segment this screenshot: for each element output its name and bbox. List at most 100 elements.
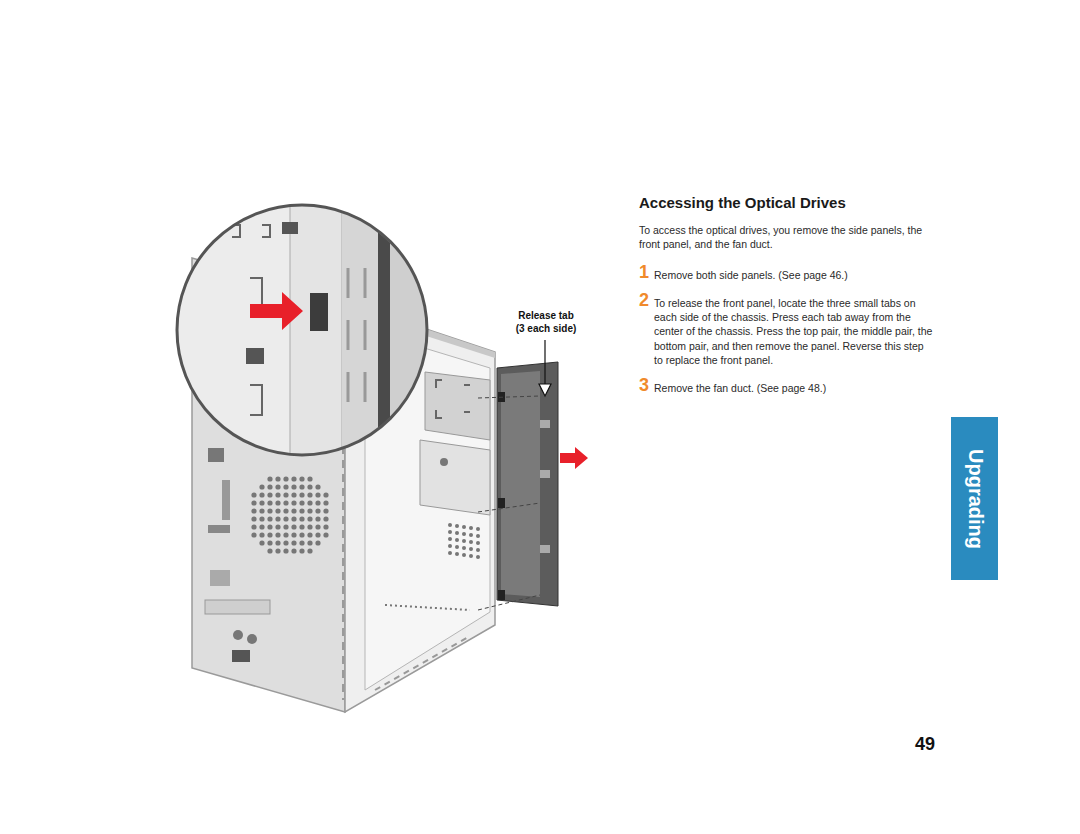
grille-hole [251,508,256,513]
zoom-border [177,205,427,455]
zoom-square [246,348,264,364]
grille-hole [315,516,320,521]
grille-hole [455,531,459,535]
zoom-panel [290,200,342,460]
grille-hole [275,524,280,529]
drive-bay [425,372,490,440]
section-tab: Upgrading [951,417,998,580]
grille-hole [275,540,280,545]
zoom-square [282,222,298,234]
grille-hole [448,551,452,555]
grille-hole [469,540,473,544]
grille-hole [315,484,320,489]
grille-hole [476,534,480,538]
guide-line [478,503,540,512]
grille-hole [469,526,473,530]
zoom-rail [342,200,380,460]
grille-hole [251,492,256,497]
grille-hole [267,484,272,489]
grille-hole [259,500,264,505]
expansion-slot [205,600,270,614]
grille-hole [259,508,264,513]
grille-hole [448,530,452,534]
grille-hole [455,538,459,542]
io-port [208,525,230,533]
drive-cage [420,440,490,515]
grille-hole [267,540,272,545]
grille-hole [283,524,288,529]
grille-hole [462,553,466,557]
front-panel [497,362,558,606]
grille-hole [291,476,296,481]
grille-hole [275,532,280,537]
zoom-detail [232,200,430,460]
zoom-bay [390,200,430,460]
grille-hole [251,532,256,537]
grille-hole [267,524,272,529]
grille-hole [291,484,296,489]
front-panel-face [501,371,540,597]
grille-hole [455,552,459,556]
grille-hole [259,516,264,521]
grille-hole [476,555,480,559]
grille-hole [315,500,320,505]
grille-hole [275,516,280,521]
grille-hole [283,540,288,545]
panel-detail [540,420,550,428]
step-text: To release the front panel, locate the t… [654,296,934,367]
grille-hole [259,524,264,529]
release-tab [498,590,505,600]
grille-hole [275,492,280,497]
step-number: 3 [639,375,649,395]
grille-hole [283,500,288,505]
grille-hole [462,546,466,550]
step-text: Remove the fan duct. (See page 48.) [654,381,934,395]
grille-hole [448,523,452,527]
audio-jack [247,634,257,644]
rim-marks [375,636,470,690]
zoom-release-tab [310,293,328,331]
grille-hole [291,532,296,537]
grille-hole [299,476,304,481]
grille-hole [307,508,312,513]
grille-hole [299,516,304,521]
guide-line [478,396,540,398]
grille-hole [455,545,459,549]
grille-hole [469,554,473,558]
step-number: 1 [639,262,649,282]
grille-hole [267,516,272,521]
grille-hole [315,492,320,497]
grille-hole [323,532,328,537]
grille-hole [307,516,312,521]
grille-hole [251,524,256,529]
grille-hole [291,548,296,553]
grille-hole [448,537,452,541]
grille-hole [323,524,328,529]
grille-hole [267,476,272,481]
grille-hole [275,508,280,513]
panel-detail [540,470,550,478]
grille-hole [251,516,256,521]
intro-text: To access the optical drives, you remove… [639,223,934,252]
grille-hole [469,547,473,551]
guide-line [478,595,540,610]
grille-hole [323,508,328,513]
grille-hole [267,548,272,553]
grille-hole [323,500,328,505]
grille-hole [259,540,264,545]
zoom-slots [348,268,365,402]
page-title: Accessing the Optical Drives [639,194,846,211]
fan-grille [251,476,328,553]
grille-hole [291,500,296,505]
grille-hole [307,540,312,545]
io-port [222,480,230,520]
bay-marks [436,380,470,418]
tab-label: Upgrading [963,449,986,549]
audio-jack [233,630,243,640]
leader-arrowhead [539,384,551,396]
io-port [210,570,230,586]
grille-hole [291,516,296,521]
grille-hole [267,508,272,513]
zoom-marks [232,225,270,415]
grille-hole [267,492,272,497]
